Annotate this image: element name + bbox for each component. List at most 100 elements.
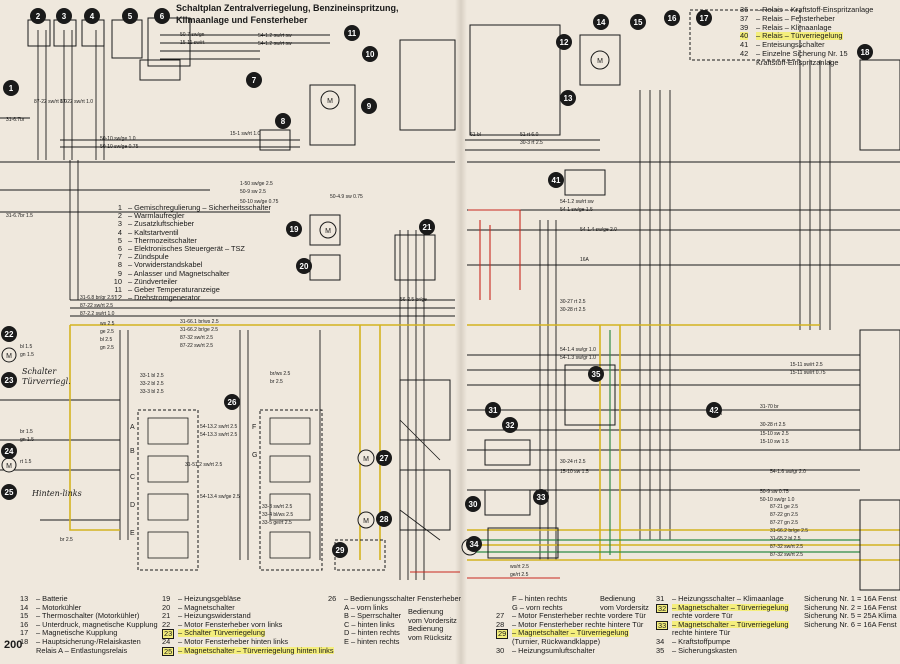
component-number-badge: 3 (56, 8, 72, 24)
component-number-badge: 7 (246, 72, 262, 88)
legend-text: rechte vordere Tür (672, 611, 733, 621)
motor-symbol (357, 511, 375, 529)
component-number-badge: 24 (1, 443, 17, 459)
wire-label: br 2.5 (270, 379, 283, 385)
wire-label: ge/rt 2.5 (510, 572, 529, 578)
window-switch-B-box (259, 409, 323, 571)
wire-label: 31-66.2 br/ge 2.5 (180, 327, 219, 333)
legend-number: 23 (162, 629, 175, 639)
bracket-label: Bedienung (600, 594, 636, 603)
legend-text: – Motor Fensterheber vorn links (178, 619, 283, 629)
switch-letter: G (252, 452, 258, 459)
bracket-label: vom Rücksitz (408, 632, 452, 642)
resistor-cable (259, 129, 291, 151)
component-number-badge: 34 (466, 536, 482, 552)
legend-number: 8 (117, 260, 122, 270)
wire-label: 54-1.2 sw/rt sw (258, 33, 292, 39)
legend-text: – Heizungsgebläse (178, 594, 241, 603)
motor-letter: M (363, 456, 369, 463)
component-number-badge: 1 (3, 80, 19, 96)
motor-letter: M (327, 98, 333, 105)
legend-text: – Hauptsicherung-/Relaiskasten (36, 637, 141, 646)
wire-label: 15-1 sw/rt 1.0 (230, 131, 261, 137)
legend-text: – Enteisungsschalter (756, 40, 825, 50)
component-number-badge: 22 (1, 326, 17, 342)
legend-number: 21 (162, 611, 171, 621)
component-number-badge: 19 (286, 221, 302, 237)
legend-number: 42 (740, 49, 749, 58)
legend-text: – Motor Fensterheber rechte hintere Tür (512, 619, 644, 629)
wire-label: 50-10 sw/ge 0.75 (100, 144, 139, 150)
component-number-badge: 16 (664, 10, 680, 26)
window-switch-A-box (137, 409, 199, 571)
handwritten-note: Schalter (22, 367, 57, 376)
wire-label: 30-3 rt 2.5 (520, 140, 543, 146)
wire-label: 31-6.8 br/gr 2.5 (80, 295, 115, 301)
wire-label: 30-24 rt 2.5 (560, 459, 586, 465)
legend-number: 33 (656, 620, 669, 631)
legend-text: – Warmlaufregler (128, 211, 185, 221)
wire-label: 30-27 rt 2.5 (560, 299, 586, 305)
wire-label: 54-1.2 sw/rt sw (258, 41, 292, 47)
legend-number: 35 (656, 645, 665, 655)
wire-label: 16 A (712, 411, 723, 417)
motor-letter: M (6, 353, 12, 360)
component-number-badge: 27 (376, 450, 392, 466)
wire-label: 50-10 sw/gr 1.0 (760, 497, 795, 503)
legend-text: – Relais – Kraftstoff-Einspritzanlage (756, 5, 874, 14)
wire-label: 50-10 sw/ge 1.0 (100, 136, 136, 142)
legend-text: – Geber Temperaturanzeige (128, 285, 220, 294)
fuse-legend-text: Sicherung Nr. 6 = 16A Fenst (804, 619, 897, 629)
legend-text: – Elektronisches Steuergerät – TSZ (128, 244, 245, 253)
red-wire (468, 209, 521, 290)
wire-label: 31-66.1 br/ws 2.5 (180, 319, 219, 325)
component-number-badge: 8 (275, 113, 291, 129)
legend-text: – Relais – Fensterheber (756, 13, 835, 23)
legend-text: – Kaltstartventil (128, 227, 179, 237)
blower-box (309, 214, 341, 246)
component-number-badge: 33 (533, 489, 549, 505)
component-number-badge: 28 (376, 511, 392, 527)
legend-number: 11 (114, 285, 122, 294)
motor-letter: M (363, 518, 369, 525)
legend-number: 31 (656, 594, 665, 603)
component-number-badge: 29 (332, 542, 348, 558)
legend-text: – Thermozeitschalter (128, 235, 197, 245)
legend-number: 15 (20, 611, 29, 621)
wire-label: 54-1.6 sw/gr 2.0 (770, 469, 806, 475)
wire-label: 54-1.4 sw/gr 1.0 (560, 347, 596, 353)
yellow-wire (69, 325, 120, 531)
legend-number: 41 (740, 40, 749, 50)
legend-text: – Bedienungsschalter Fensterheber (344, 594, 462, 603)
wire-label: gn 2.5 (100, 345, 114, 351)
legend-text: – Zündverteiler (128, 276, 178, 286)
motor-box (579, 34, 621, 86)
wire-label: ws/rt 2.5 (510, 564, 529, 570)
wire-label: 31-66.2 br/ge 2.5 (770, 528, 809, 534)
component-number-badge: 12 (556, 34, 572, 50)
switch-contact (269, 417, 311, 445)
wire-label: 33-3 bl 2.5 (140, 389, 164, 395)
wire-label: 31-6.7br (6, 117, 25, 123)
legend-text: Kraftstoff-Einspritzanlage (756, 57, 839, 67)
component-number-badge: 30 (465, 496, 481, 512)
component-number-badge: 26 (224, 394, 240, 410)
component-number-badge: 35 (588, 366, 604, 382)
legend-number: 40 (740, 31, 749, 41)
component-number-badge: 11 (344, 25, 360, 41)
handwritten-note: Hinten-links (32, 489, 82, 498)
switch-letter: B (130, 448, 135, 455)
legend-number: 36 (740, 5, 749, 14)
wire-label: 87-32 sw/rt 2.5 (770, 552, 804, 558)
legend-number: 14 (20, 602, 29, 612)
wire-label: 87-32 sw/rt 2.5 (180, 335, 214, 341)
wire-label: 33-5 ge/rt 2.5 (262, 520, 292, 526)
wire-label: 33-1 bl 2.5 (140, 373, 164, 379)
motor-symbol (590, 50, 610, 70)
wire-label: bl 2.5 (100, 337, 113, 343)
legend-text: – Einzelne Sicherung Nr. 15 (756, 49, 848, 58)
legend-number: 9 (117, 268, 122, 278)
component-number-badge: 32 (502, 417, 518, 433)
